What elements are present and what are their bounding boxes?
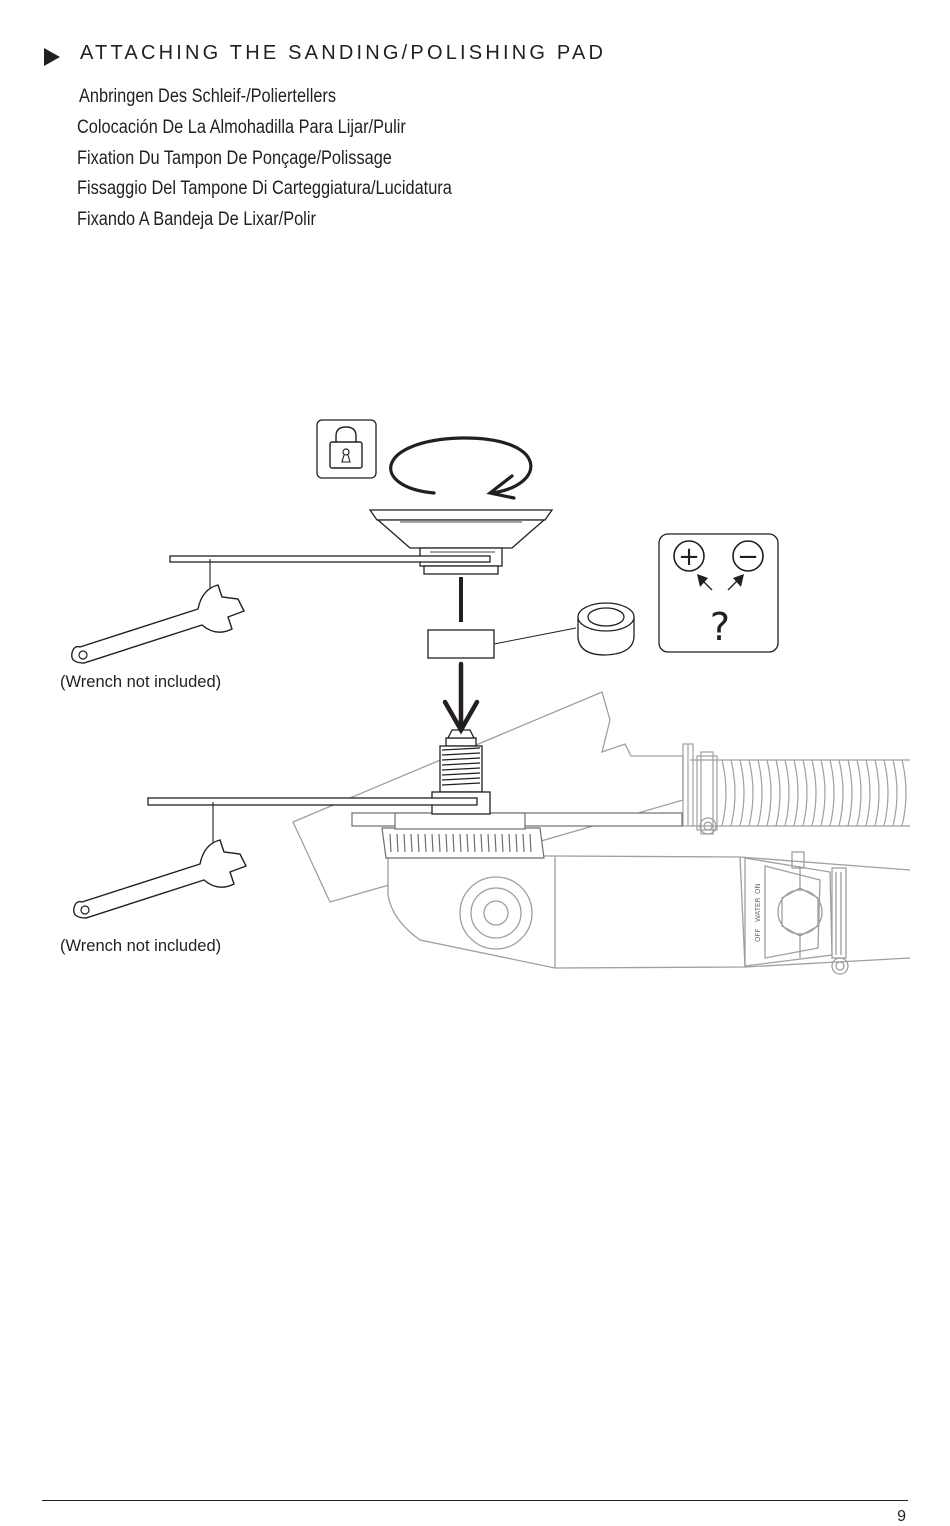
wrench-top-icon	[71, 584, 245, 664]
question-mark: ?	[710, 605, 730, 649]
water-hose	[682, 743, 910, 835]
footer-rule	[42, 1500, 908, 1501]
subtitle-french: Fixation Du Tampon De Ponçage/Polissage	[77, 147, 392, 169]
wrench-bar-bottom	[147, 797, 478, 806]
polishing-pad-backer	[368, 509, 554, 575]
subtitle-spanish: Colocación De La Almohadilla Para Lijar/…	[77, 116, 406, 138]
wrench-note-bottom: (Wrench not included)	[60, 937, 222, 955]
page-number: 9	[897, 1508, 906, 1525]
valve-label-water: WATER	[754, 898, 762, 922]
spacer-ring-detail	[577, 602, 635, 656]
valve-label-off: OFF	[754, 928, 762, 942]
wrench-bar-top	[169, 555, 491, 563]
spindle-housing	[351, 812, 683, 859]
section-title: ATTACHING THE SANDING/POLISHING PAD	[80, 42, 607, 64]
play-triangle-icon	[44, 48, 60, 66]
spacer-washer	[427, 629, 495, 659]
lock-icon	[316, 419, 377, 479]
rotation-arrow-icon	[389, 436, 533, 500]
spacer-leader	[493, 627, 577, 645]
translated-titles: Anbringen Des Schleif-/Poliertellers Col…	[77, 82, 513, 236]
wrench-bottom-icon	[73, 839, 247, 919]
wrench-note-top: (Wrench not included)	[60, 673, 222, 691]
subtitle-german: Anbringen Des Schleif-/Poliertellers	[79, 86, 337, 107]
down-arrow-icon	[442, 661, 480, 735]
minus-icon: −	[737, 542, 759, 572]
subtitle-italian: Fissaggio Del Tampone Di Carteggiatura/L…	[77, 178, 452, 200]
valve-label-on: ON	[754, 883, 762, 894]
subtitle-portuguese: Fixando A Bandeja De Lixar/Polir	[77, 209, 316, 231]
polarity-box: + − ?	[658, 533, 779, 653]
plus-icon: +	[678, 542, 700, 572]
